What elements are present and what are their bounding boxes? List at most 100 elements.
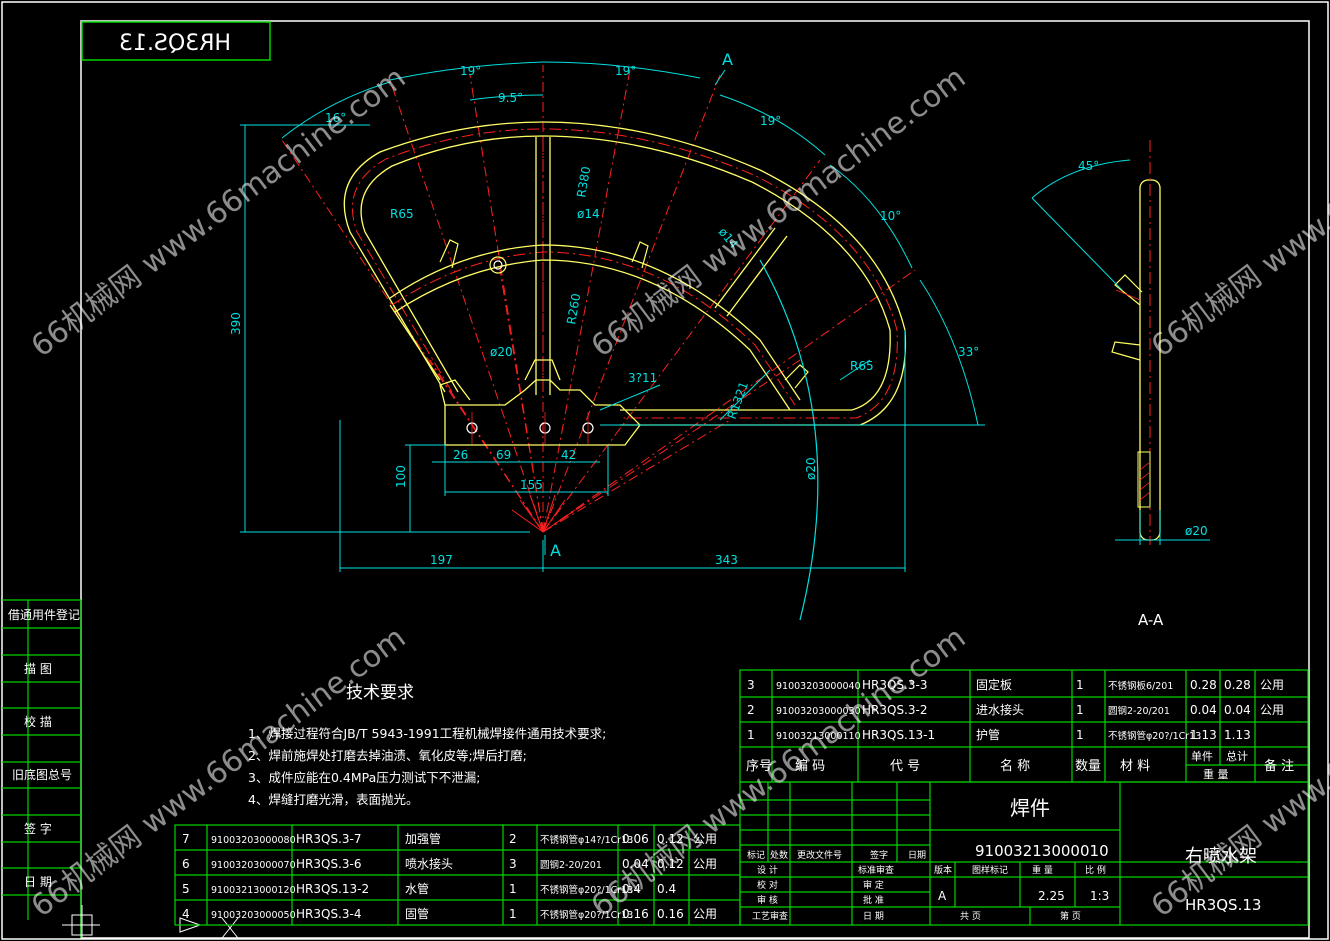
bom-upper-r2-c6: 1.13 — [1190, 728, 1217, 742]
dia-14a: ø14 — [577, 207, 600, 221]
tech-item-3: 3、成件应能在0.4MPa压力测试下不泄漏; — [248, 770, 480, 785]
strip-label-1: 描 图 — [24, 662, 52, 676]
width-26: 26 — [453, 448, 468, 462]
bom-lower-r0-c8: 公用 — [693, 832, 717, 846]
section-view: 45° ø20 A-A — [1031, 140, 1210, 629]
tb-sign-2: 审 核 — [757, 894, 778, 906]
center-tube — [535, 137, 551, 395]
bom-upper-r2-c7: 1.13 — [1224, 728, 1251, 742]
bom-lower-r0-c1: 91003203000080 — [211, 835, 296, 846]
bom-upper-r1-c3: 进水接头 — [976, 702, 1024, 717]
hdr-material: 材 料 — [1120, 759, 1150, 774]
angle-16: 16° — [325, 111, 346, 125]
bom-lower-r1-c2: HR3QS.3-6 — [296, 857, 361, 871]
tech-item-4: 4、焊缝打磨光滑，表面抛光。 — [248, 792, 418, 807]
bom-lower-r2-c6: 0.4 — [622, 882, 641, 896]
origin-burst — [511, 494, 576, 533]
bom-upper-r0-c0: 3 — [747, 678, 755, 692]
radius-65a: R65 — [390, 207, 414, 221]
bom-lower-r0-c6: 0.06 — [622, 832, 649, 846]
tech-item-1: 1、焊接过程符合JB/T 5943-1991工程机械焊接件通用技术要求; — [248, 726, 606, 741]
left-strip-labels: 借通用件登记 描 图 校 描 旧底图总号 签 字 日 期 — [8, 607, 80, 889]
tb-rev-0: 标记 — [747, 849, 765, 861]
bom-upper-r2-c1: 91003213000110 — [776, 731, 861, 742]
bom-upper-r0-c7: 0.28 — [1224, 678, 1251, 692]
tb-code: 91003213000010 — [975, 842, 1109, 860]
tb-sheet-total: 共 页 — [960, 911, 981, 922]
dia-20b: ø20 — [804, 457, 818, 480]
bom-lower-r3-c3: 固管 — [405, 906, 429, 921]
bom-upper-r0-c2: HR3QS.3-3 — [862, 678, 927, 692]
angle-19c: 19° — [760, 114, 781, 128]
tb-sheet-no: 第 页 — [1060, 910, 1081, 922]
width-69: 69 — [496, 448, 511, 462]
bom-lower-r3-c7: 0.16 — [657, 907, 684, 921]
radius-1321: R1321 — [725, 380, 751, 421]
bom-lower-r3-c1: 91003203000050 — [211, 910, 296, 921]
bom-upper-r2-c2: HR3QS.13-1 — [862, 728, 935, 742]
bom-lower-r2-c7: 0.4 — [657, 882, 676, 896]
tech-requirements: 技术要求 1、焊接过程符合JB/T 5943-1991工程机械焊接件通用技术要求… — [248, 683, 606, 807]
bom-lower-r1-c1: 91003203000070 — [211, 860, 296, 871]
hdr-drawing: 代 号 — [890, 759, 920, 774]
bom-lower-r0-c5: 不锈钢管φ14?/1Cr13 — [540, 834, 633, 846]
bom-lower-r3-c5: 不锈钢管φ20?/1Cr13 — [540, 909, 633, 921]
bom-lower-r0-c7: 0.12 — [657, 832, 684, 846]
tb-stage-2: 重 量 — [1032, 864, 1053, 876]
bom-lower-r3-c2: HR3QS.3-4 — [296, 907, 361, 921]
bom-upper-r1-c5: 圆钢2-20/201 — [1108, 705, 1170, 717]
bom-upper-r0-c4: 1 — [1076, 678, 1084, 692]
angle-9-5: 9.5° — [498, 91, 523, 105]
hole-centerlines — [471, 412, 589, 444]
tb-stage-3: 比 例 — [1085, 864, 1106, 876]
strip-label-2: 校 描 — [24, 714, 52, 729]
bom-lower-r0-c0: 7 — [182, 832, 190, 846]
bom-lower-r0-c4: 2 — [509, 832, 517, 846]
section-mark-top: A — [722, 50, 733, 69]
angle-33: 33° — [958, 345, 979, 359]
bom-lower-r3-c6: 0.16 — [622, 907, 649, 921]
width-155: 155 — [520, 478, 543, 492]
mirrored-code-box — [81, 21, 271, 61]
hdr-weight: 重 量 — [1203, 767, 1229, 781]
bom-lower-r2-c0: 5 — [182, 882, 190, 896]
bom-lower-r2-c4: 1 — [509, 882, 517, 896]
bom-lower-r2-c1: 91003213000120 — [211, 885, 296, 896]
hdr-total: 总计 — [1226, 749, 1248, 763]
corner-symbols — [62, 905, 239, 939]
title-block-text: 焊件 91003213000010 右喷水架 HR3QS.13 标记 处数 更改… — [747, 796, 1261, 922]
inner-arc-tube — [389, 244, 801, 411]
width-197: 197 — [430, 553, 453, 567]
hdr-remark: 备 注 — [1264, 758, 1294, 774]
tb-part-name: 右喷水架 — [1185, 846, 1257, 867]
bom-upper-r1-c8: 公用 — [1260, 703, 1284, 717]
bom-upper-r0-c1: 91003203000040 — [776, 681, 861, 692]
bom-upper-r0-c6: 0.28 — [1190, 678, 1217, 692]
tb-sign-3: 工艺审查 — [752, 910, 788, 922]
inner-border — [80, 20, 1310, 939]
radius-380: R380 — [574, 165, 593, 198]
bom-lower-r3-c4: 1 — [509, 907, 517, 921]
bom-upper-r2-c5: 不锈钢管φ20?/1Cr13 — [1108, 730, 1201, 742]
strip-label-0: 借通用件登记 — [8, 607, 80, 622]
hdr-unit: 单件 — [1191, 750, 1213, 763]
bom-lower-r1-c3: 喷水接头 — [405, 856, 453, 871]
radius-65b: R65 — [850, 359, 874, 373]
section-label: A-A — [1138, 611, 1164, 629]
mounting-plate — [439, 359, 641, 446]
bom-header: 序号 编 码 代 号 名 称 数量 材 料 单件 总计 备 注 重 量 — [746, 749, 1294, 781]
bom-upper-r2-c3: 护管 — [976, 727, 1000, 742]
bom-lower-r0-c2: HR3QS.3-7 — [296, 832, 361, 846]
inner-centerline — [391, 251, 796, 406]
title-block-grid — [739, 781, 1309, 926]
bom-upper-r0-c5: 不锈钢板6/201 — [1108, 680, 1173, 692]
tb-rev-2: 更改文件号 — [797, 849, 842, 861]
tb-sign-1: 校 对 — [757, 879, 778, 891]
section-mark-bottom: A — [550, 541, 561, 560]
outer-centerline — [351, 128, 898, 419]
tech-title: 技术要求 — [346, 683, 414, 703]
tb-category: 焊件 — [1010, 796, 1050, 820]
